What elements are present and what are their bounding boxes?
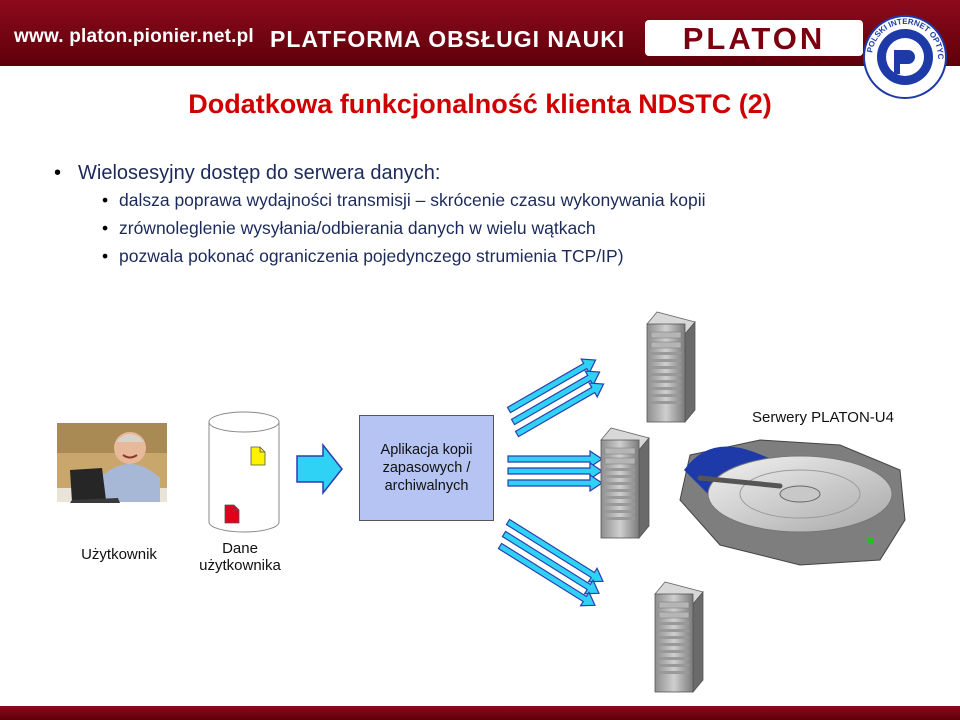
servers-label: Serwery PLATON-U4 xyxy=(752,409,894,426)
diagonal-arrow xyxy=(497,542,596,607)
backup-app-label: Aplikacja kopii zapasowych / archiwalnyc… xyxy=(380,442,473,494)
platon-logo-text: PLATON xyxy=(683,21,826,56)
tower-server-icon xyxy=(600,427,650,539)
user-label: Użytkownik xyxy=(81,546,157,563)
middle-arrow-group xyxy=(507,449,604,493)
diagonal-arrow xyxy=(505,518,604,583)
diagonal-arrow xyxy=(510,370,601,426)
tower-server-icon xyxy=(654,581,704,693)
platon-logo-icon: PLATON xyxy=(645,20,863,56)
person-photo-icon xyxy=(57,423,167,503)
arrow-to-app xyxy=(296,442,343,496)
diagonal-arrow xyxy=(514,382,605,438)
diagonal-arrow xyxy=(506,358,597,414)
user-data-label-line2: użytkownika xyxy=(199,557,281,574)
upper-arrow-group xyxy=(506,358,605,438)
header-banner: www. platon.pionier.net.pl PLATFORMA OBS… xyxy=(0,0,960,66)
diagonal-arrow xyxy=(501,530,600,595)
sub-bullet: dalsza poprawa wydajności transmisji – s… xyxy=(102,187,934,214)
tower-server-icon xyxy=(646,311,696,423)
horizontal-arrow xyxy=(507,449,604,469)
horizontal-arrow xyxy=(507,473,604,493)
header-url: www. platon.pionier.net.pl xyxy=(14,26,254,47)
file-red-icon xyxy=(224,504,240,524)
lower-arrow-group xyxy=(497,518,604,607)
header-banner-title: PLATFORMA OBSŁUGI NAUKI xyxy=(270,26,626,52)
seal-logo-icon: POLSKI INTERNET OPTYCZNY xyxy=(862,14,947,99)
bullet-list: Wielosesyjny dostęp do serwera danych: d… xyxy=(54,160,934,270)
slide-title: Dodatkowa funkcjonalność klienta NDSTC (… xyxy=(188,89,772,119)
file-yellow-icon xyxy=(250,446,266,466)
bullet-main: Wielosesyjny dostęp do serwera danych: xyxy=(54,160,934,186)
sub-bullet: zrównoleglenie wysyłania/odbierania dany… xyxy=(102,215,934,242)
backup-app-box: Aplikacja kopii zapasowych / archiwalnyc… xyxy=(359,415,494,521)
user-data-label-line1: Dane xyxy=(222,540,258,557)
footer-bar xyxy=(0,706,960,720)
horizontal-arrow xyxy=(507,461,604,481)
disk-platter-icon xyxy=(668,435,910,567)
user-data-label: Dane użytkownika xyxy=(186,540,294,574)
sub-bullet: pozwala pokonać ograniczenia pojedynczeg… xyxy=(102,243,934,270)
database-cylinder-icon xyxy=(208,411,280,533)
